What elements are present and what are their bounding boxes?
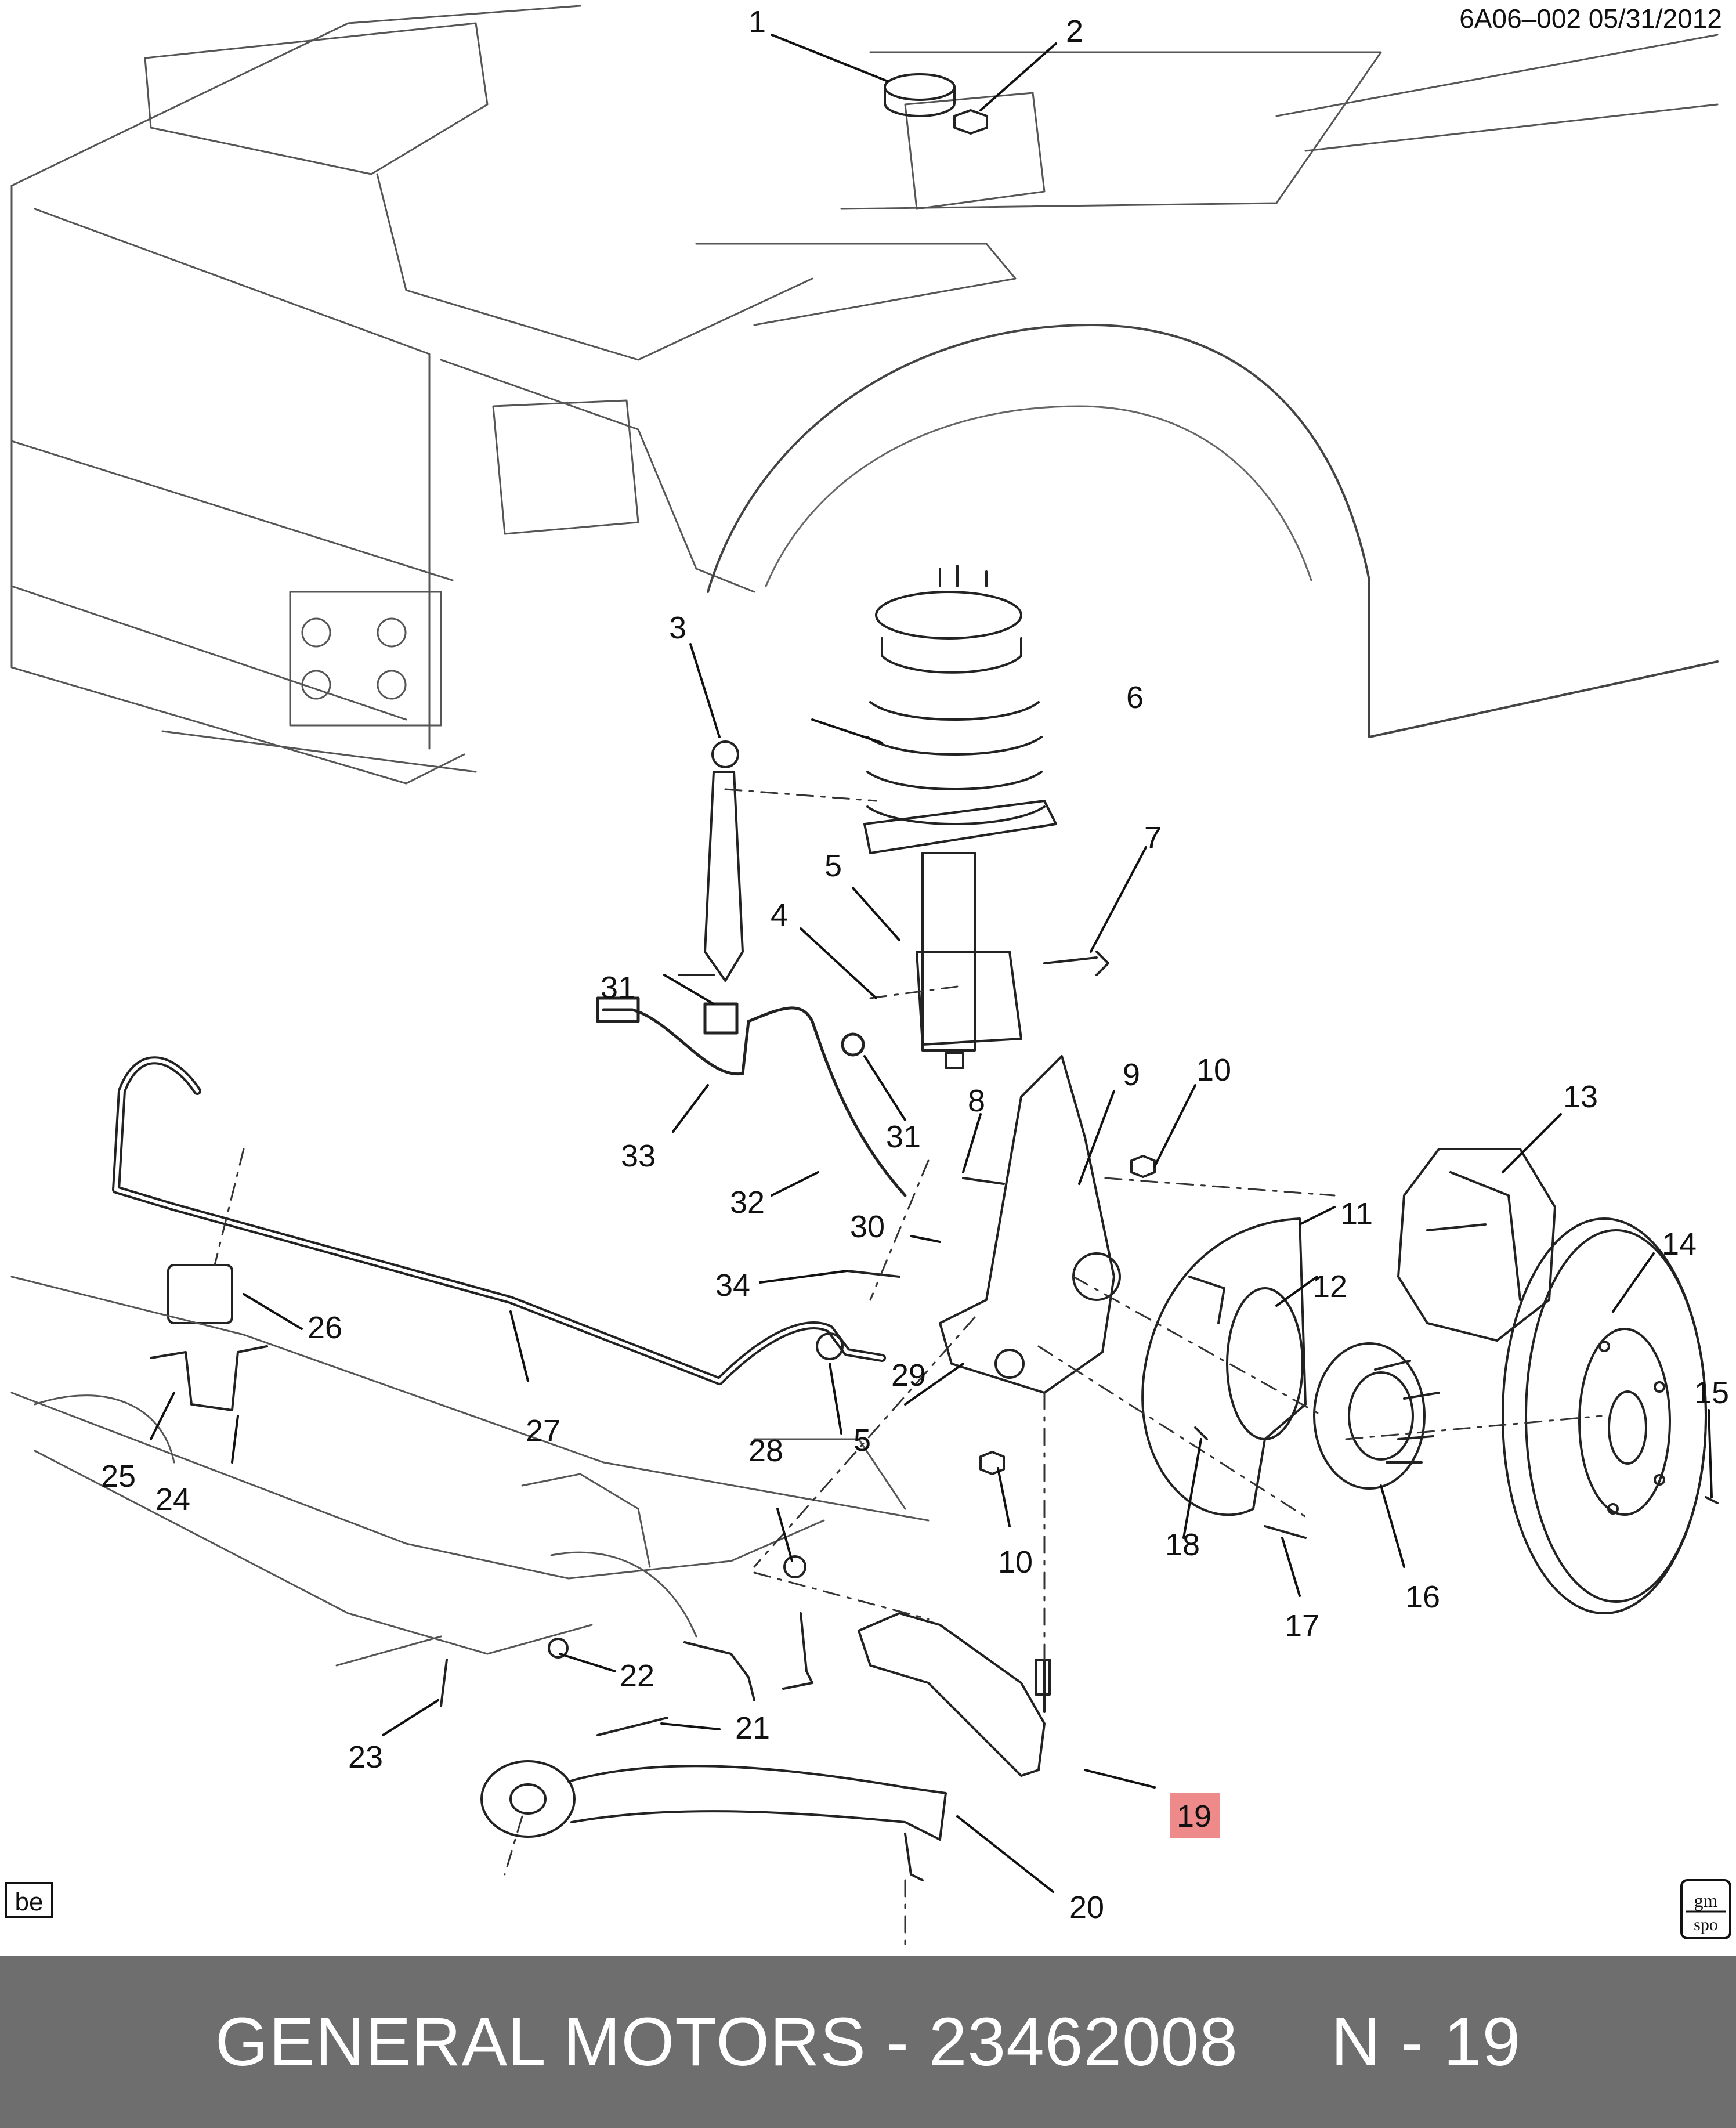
tie-rod-end [683,1612,813,1701]
footer-part-number: 23462008 [928,2003,1238,2080]
strut-nut [953,109,988,135]
assembly-lines [214,788,1603,1945]
callout-34: 34 [715,1268,750,1303]
strut-bolt [945,1052,964,1069]
lower-nut [979,1451,1005,1475]
arm-bolt [440,1659,448,1707]
callout-22: 22 [620,1659,654,1693]
callout-9: 9 [1123,1057,1140,1092]
callout-24: 24 [155,1482,190,1517]
callout-23: 23 [348,1740,383,1775]
link-bolt [846,1270,900,1278]
callout-14: 14 [1662,1227,1697,1262]
callout-13: 13 [1563,1079,1598,1114]
leader-lines [150,34,1713,1893]
callout-18: 18 [1165,1527,1200,1562]
callout-31-upper: 31 [601,970,635,1005]
diagram-reference: 6A06–002 05/31/2012 [1459,3,1722,34]
stabilizer-link [678,740,744,982]
brake-caliper [1397,1148,1556,1342]
callout-33: 33 [621,1139,656,1173]
callout-10-lower: 10 [998,1545,1033,1580]
splash-shield [1141,1217,1307,1516]
steering-knuckle [939,1055,1121,1394]
callout-26: 26 [308,1310,342,1345]
strut-mount-cap [884,73,956,101]
footer-brand: GENERAL MOTORS [215,2003,866,2080]
strut-assembly [863,565,1057,1052]
fender-outline [707,324,1719,738]
ball-joint-nut [783,1555,806,1578]
brake-rotor [1502,1217,1707,1614]
callout-20: 20 [1069,1890,1104,1925]
callout-labels: 1 2 3 4 5 5 6 7 8 9 10 10 11 12 13 14 15… [101,5,1729,1925]
engine-bay-drawing [10,5,1719,785]
caliper-bolt [1194,1426,1208,1440]
stabilizer-insulator [816,1332,844,1360]
footer-position-label: N - 19 [1330,2003,1521,2080]
stabilizer-bushing [167,1264,233,1324]
callout-7: 7 [1144,821,1162,855]
view-badge: be [5,1882,53,1918]
stabilizer-bar [112,1056,886,1385]
highlight-19 [1170,1793,1220,1838]
callout-5-upper: 5 [824,848,842,883]
callout-10-upper: 10 [1196,1053,1231,1088]
bushing-ring [548,1638,569,1659]
rear-lower-control-arm [858,1612,1051,1777]
stabilizer-clamp [150,1345,268,1411]
callout-31-lower: 31 [886,1119,921,1154]
callout-32: 32 [730,1185,765,1220]
wheel-stud [1705,1496,1719,1504]
seal-ring [1226,1287,1304,1440]
suspension-exploded-diagram: 6A06–002 05/31/2012 1 2 3 4 5 5 6 7 8 9 … [5,3,1731,1945]
callout-16: 16 [1405,1580,1440,1614]
callout-12: 12 [1312,1269,1347,1304]
knuckle-bolt [1043,951,1109,976]
hub-bolt [1264,1525,1307,1539]
callout-30: 30 [850,1209,885,1244]
callout-28: 28 [748,1433,783,1468]
callout-25: 25 [101,1459,136,1494]
callout-4: 4 [771,898,788,933]
gm-spo-logo: gm spo [1680,1879,1731,1939]
wheel-hub-bearing [1313,1342,1440,1490]
callout-6: 6 [1126,680,1144,715]
front-crossmember [10,1276,930,1667]
front-lower-control-arm [480,1760,947,1881]
callout-29: 29 [891,1358,926,1393]
callout-17: 17 [1285,1609,1319,1643]
callout-3: 3 [669,610,686,645]
callout-5-lower: 5 [853,1423,871,1458]
callout-11: 11 [1340,1197,1373,1231]
callout-15: 15 [1694,1375,1729,1410]
fasteners [440,951,1719,1736]
callout-8: 8 [968,1083,985,1118]
callout-1: 1 [748,5,766,39]
svg-text:be: be [15,1888,44,1916]
callout-27: 27 [526,1414,560,1448]
pinch-bolt [962,1177,1005,1185]
tie-rod-bolt [596,1717,668,1736]
callout-2: 2 [1066,14,1083,49]
callout-21: 21 [735,1711,770,1746]
wheel-speed-sensor-harness [596,996,907,1197]
svg-text:gm: gm [1694,1890,1718,1911]
footer-banner: GENERAL MOTORS - 23462008 N - 19 [0,1956,1736,2128]
footer-separator: - [885,2003,910,2080]
upper-nut [1130,1155,1156,1178]
callout-19: 19 [1177,1799,1211,1834]
svg-text:spo: spo [1694,1915,1718,1934]
